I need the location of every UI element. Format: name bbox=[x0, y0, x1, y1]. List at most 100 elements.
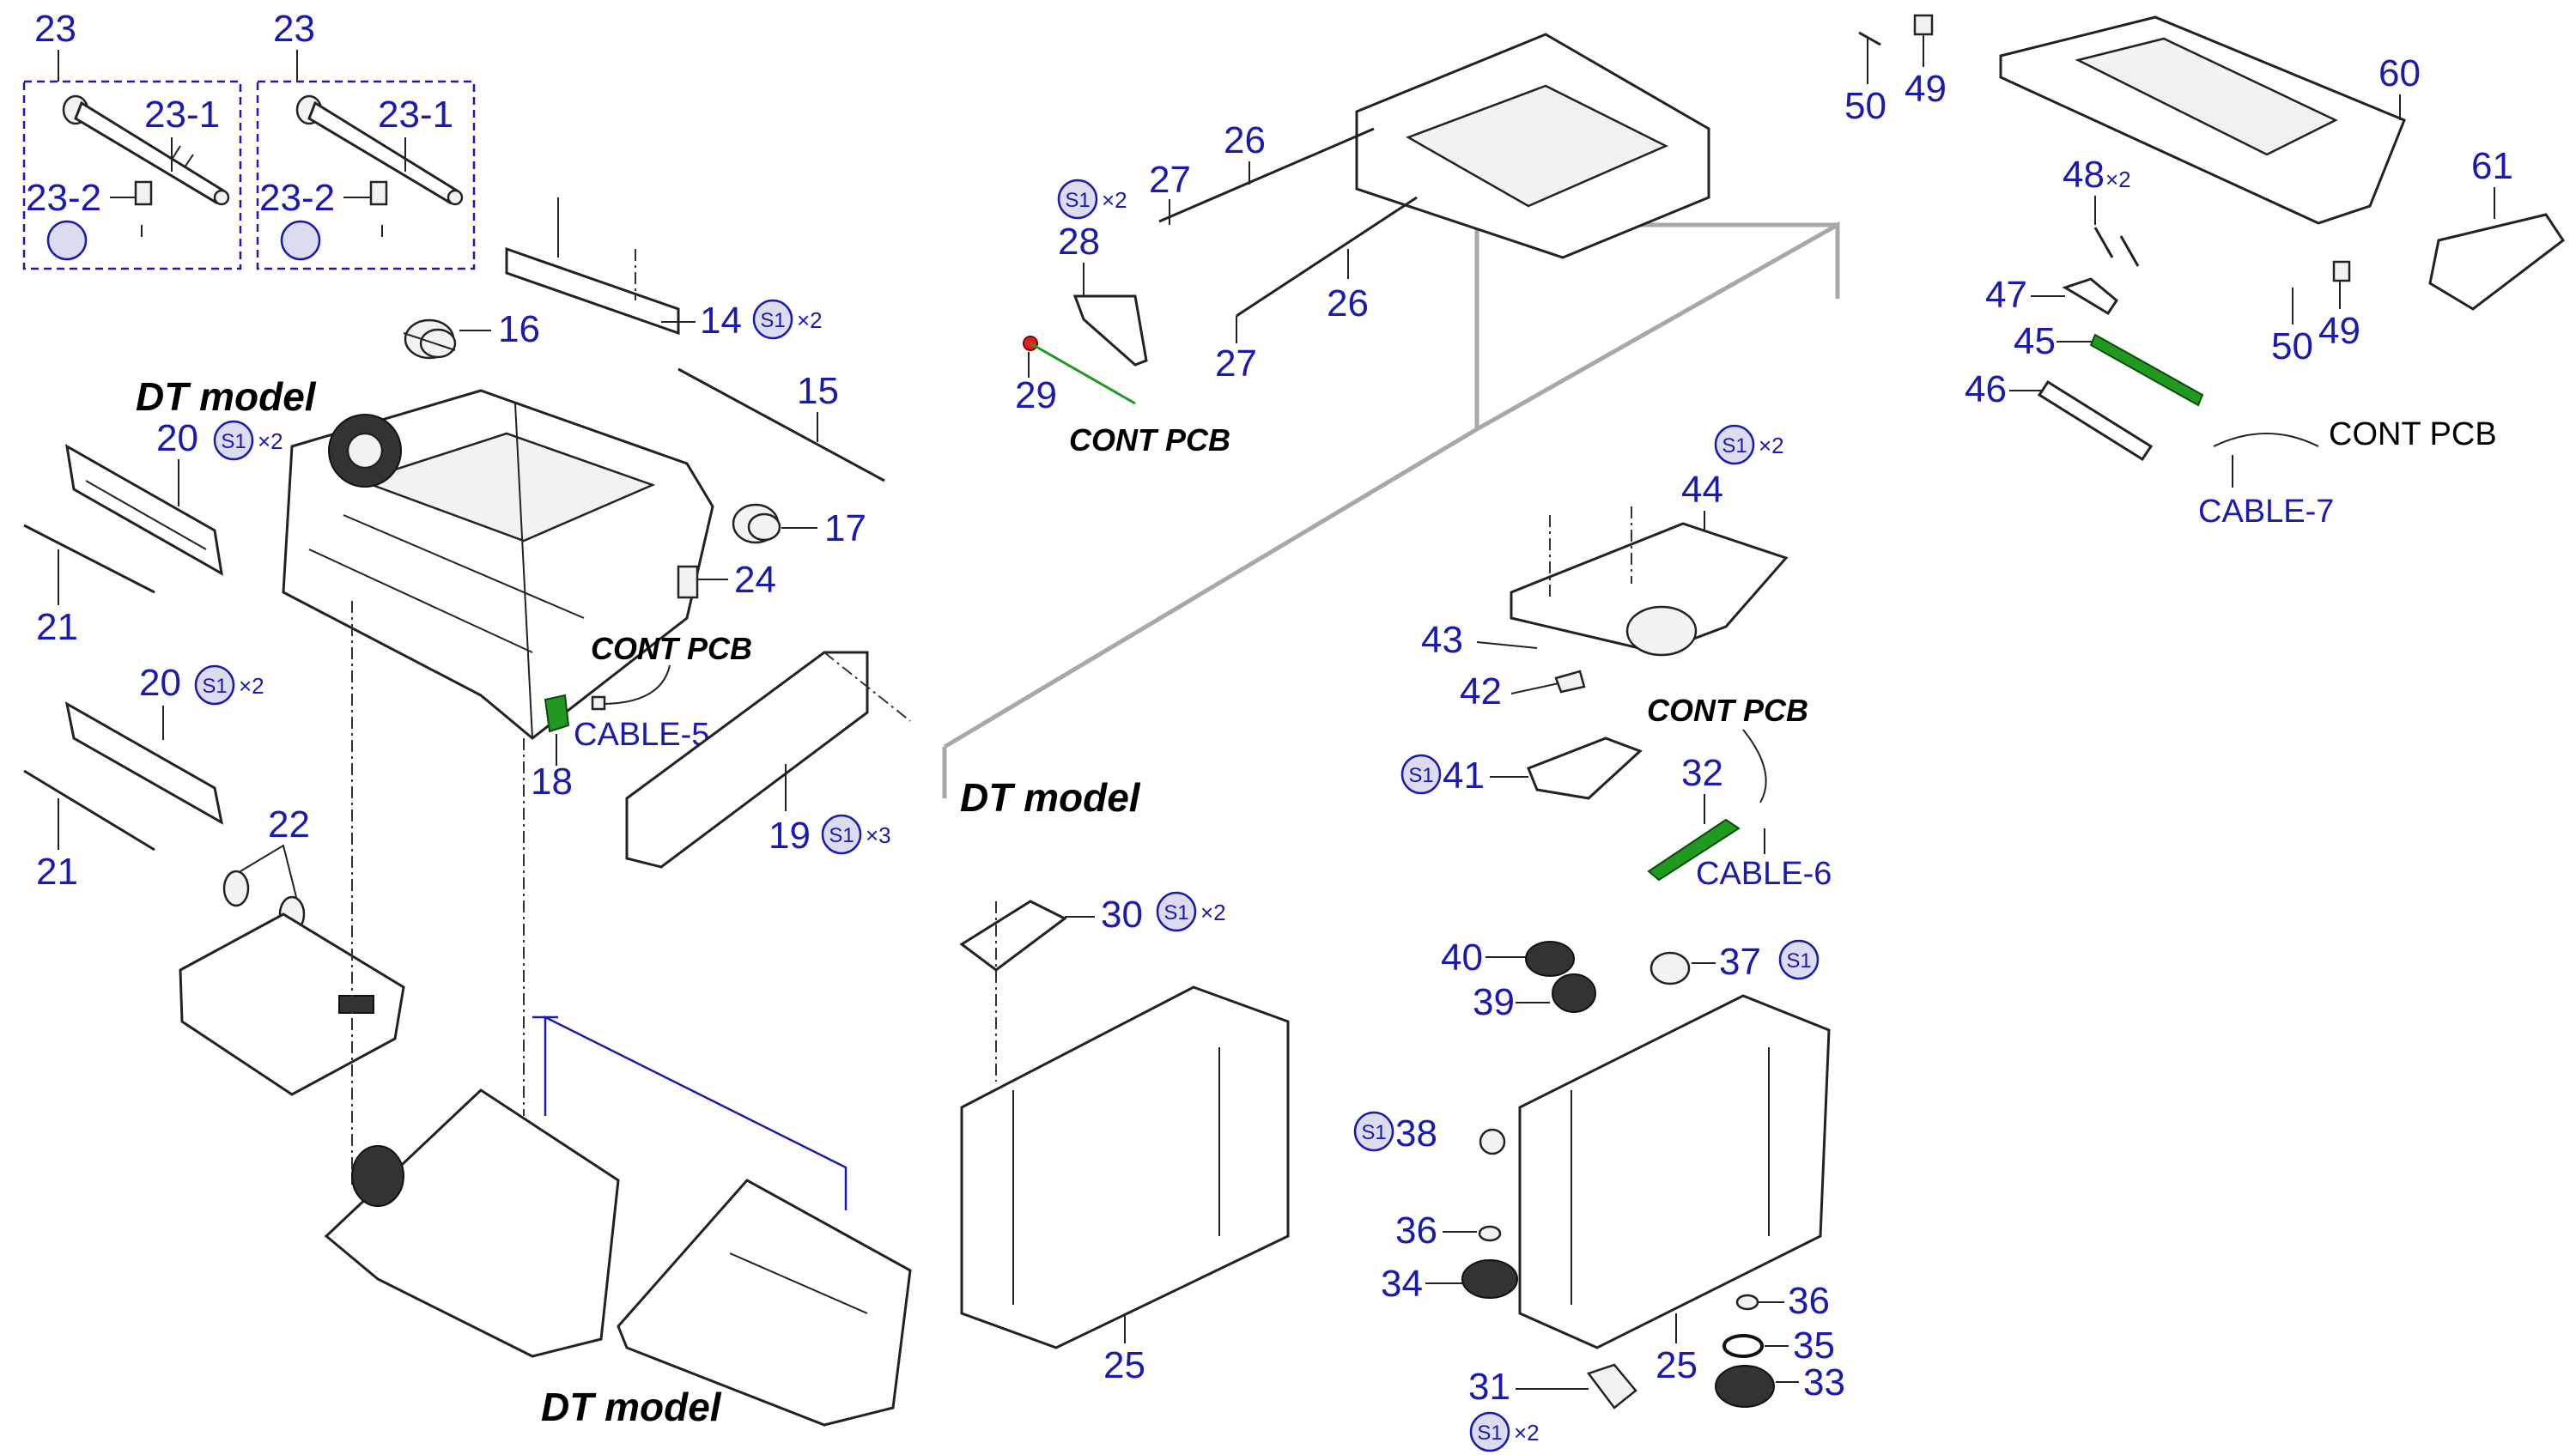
label-46: 46 bbox=[1965, 368, 2007, 410]
label-39: 39 bbox=[1473, 981, 1515, 1023]
badge-s1-20b bbox=[194, 664, 235, 706]
svg-text:×2: ×2 bbox=[1759, 433, 1784, 458]
label-17: 17 bbox=[824, 507, 866, 549]
svg-text:S1: S1 bbox=[829, 824, 854, 847]
svg-text:S1: S1 bbox=[1786, 949, 1811, 973]
svg-text:S1: S1 bbox=[1722, 434, 1747, 458]
label-49a: 49 bbox=[1905, 68, 1947, 110]
label-28: 28 bbox=[1058, 221, 1100, 263]
badge-s1-19 bbox=[821, 814, 862, 855]
cable-6-wire bbox=[1742, 729, 1767, 803]
label-33: 33 bbox=[1803, 1361, 1845, 1403]
sensor-18 bbox=[544, 694, 570, 733]
left-frame-assembly: 14 S1 ×2 16 15 17 24 bbox=[282, 197, 911, 869]
label-23b: 23 bbox=[273, 8, 315, 50]
badge-s1-41 bbox=[1400, 754, 1442, 795]
label-42: 42 bbox=[1460, 670, 1502, 712]
label-27b: 27 bbox=[1215, 343, 1257, 385]
gear-40 bbox=[1525, 941, 1575, 977]
cover-61 bbox=[2428, 213, 2566, 311]
label-22: 22 bbox=[268, 803, 310, 846]
cable-5-label: CABLE-5 bbox=[574, 717, 709, 753]
label-35: 35 bbox=[1793, 1325, 1835, 1367]
top-center-assembly: 26 26 27 27 S1 ×2 28 29 CONT PCB bbox=[1015, 33, 1710, 458]
sensor-32 bbox=[1647, 818, 1741, 882]
svg-text:×2: ×2 bbox=[1514, 1420, 1540, 1446]
svg-text:S1: S1 bbox=[1065, 189, 1090, 212]
cable-6-label: CABLE-6 bbox=[1696, 856, 1832, 892]
svg-text:S1: S1 bbox=[1163, 901, 1188, 925]
cable-7-wire bbox=[2213, 433, 2319, 447]
washer-36b bbox=[1735, 1294, 1759, 1311]
clip-23-2a bbox=[134, 180, 153, 206]
base-frame-25a bbox=[960, 985, 1290, 1349]
cable-5-wire bbox=[600, 664, 671, 705]
svg-text:×3: ×3 bbox=[866, 822, 891, 848]
label-49b: 49 bbox=[2318, 310, 2360, 352]
label-24: 24 bbox=[734, 559, 776, 601]
dt-model-label-1: DT model bbox=[136, 374, 317, 419]
label-26b: 26 bbox=[1327, 282, 1369, 324]
dashed-box-23a bbox=[22, 80, 242, 270]
shaft-23-1b bbox=[295, 94, 464, 206]
cont-pcb-label-right: CONT PCB bbox=[1647, 693, 1808, 728]
svg-text:S1: S1 bbox=[221, 430, 246, 453]
svg-text:S1: S1 bbox=[202, 675, 227, 698]
label-44: 44 bbox=[1681, 469, 1723, 511]
cable-29 bbox=[1030, 342, 1136, 405]
gear-37 bbox=[1649, 951, 1691, 985]
label-48: 48 bbox=[2063, 154, 2105, 196]
bracket-31 bbox=[1586, 1363, 1637, 1410]
clip-49a bbox=[1913, 14, 1934, 36]
label-45: 45 bbox=[2014, 320, 2056, 362]
plate-20b bbox=[64, 701, 224, 825]
label-23a: 23 bbox=[34, 8, 76, 50]
part-47 bbox=[2062, 277, 2118, 316]
left-side-parts: DT model 20 S1 ×2 21 20 S1 ×2 21 22 bbox=[23, 374, 405, 1096]
assembly-23-left: 23 23-1 23-2 bbox=[22, 8, 242, 270]
part-38 bbox=[1479, 1128, 1506, 1155]
label-20b: 20 bbox=[139, 662, 181, 704]
label-50b: 50 bbox=[2271, 325, 2313, 367]
badge-s1-44 bbox=[1714, 424, 1755, 465]
sensor-45 bbox=[2089, 333, 2204, 407]
ring-35 bbox=[1722, 1334, 1764, 1358]
bottom-left-frames: DT model bbox=[324, 601, 912, 1429]
part-46 bbox=[2037, 379, 2154, 462]
label-30: 30 bbox=[1101, 894, 1143, 936]
svg-text:S1: S1 bbox=[1361, 1121, 1386, 1144]
clip-23-2b bbox=[369, 180, 388, 206]
badge-s1-28 bbox=[1057, 179, 1098, 220]
label-23-1a: 23-1 bbox=[144, 94, 220, 136]
plate-20a bbox=[65, 444, 223, 576]
label-19: 19 bbox=[769, 815, 811, 857]
bottom-right-assembly: S1 ×2 44 43 42 S1 41 CONT PCB 32 CABLE-6… bbox=[1353, 424, 1845, 1452]
gear-34 bbox=[1461, 1259, 1518, 1299]
spring-50a bbox=[1858, 31, 1881, 46]
top-right-assembly: 50 49 60 61 48 ×2 49 50 47 45 46 CONT bbox=[1844, 14, 2566, 530]
part-24 bbox=[677, 565, 699, 599]
part-42 bbox=[1554, 670, 1586, 694]
spring-48a bbox=[2093, 227, 2114, 258]
rod-15 bbox=[677, 367, 885, 482]
cable-7-label: CABLE-7 bbox=[2198, 494, 2334, 530]
svg-text:S1: S1 bbox=[760, 309, 785, 332]
label-16: 16 bbox=[498, 308, 540, 350]
label-41: 41 bbox=[1443, 755, 1485, 797]
label-27a: 27 bbox=[1149, 159, 1191, 201]
badge-s7b bbox=[280, 220, 321, 261]
label-21b: 21 bbox=[36, 851, 78, 893]
spring-16 bbox=[403, 318, 457, 360]
spring-17 bbox=[732, 503, 781, 544]
dt-model-label-2: DT model bbox=[541, 1385, 722, 1429]
rod-26a bbox=[1158, 127, 1375, 223]
svg-text:S1: S1 bbox=[1408, 764, 1433, 787]
cont-pcb-label-top-right: CONT PCB bbox=[2329, 416, 2497, 452]
label-47: 47 bbox=[1985, 274, 2027, 316]
svg-text:×2: ×2 bbox=[258, 428, 283, 454]
label-15: 15 bbox=[797, 370, 839, 412]
label-23-2a: 23-2 bbox=[26, 177, 101, 219]
badge-s1-14 bbox=[752, 299, 793, 340]
label-21a: 21 bbox=[36, 606, 78, 648]
